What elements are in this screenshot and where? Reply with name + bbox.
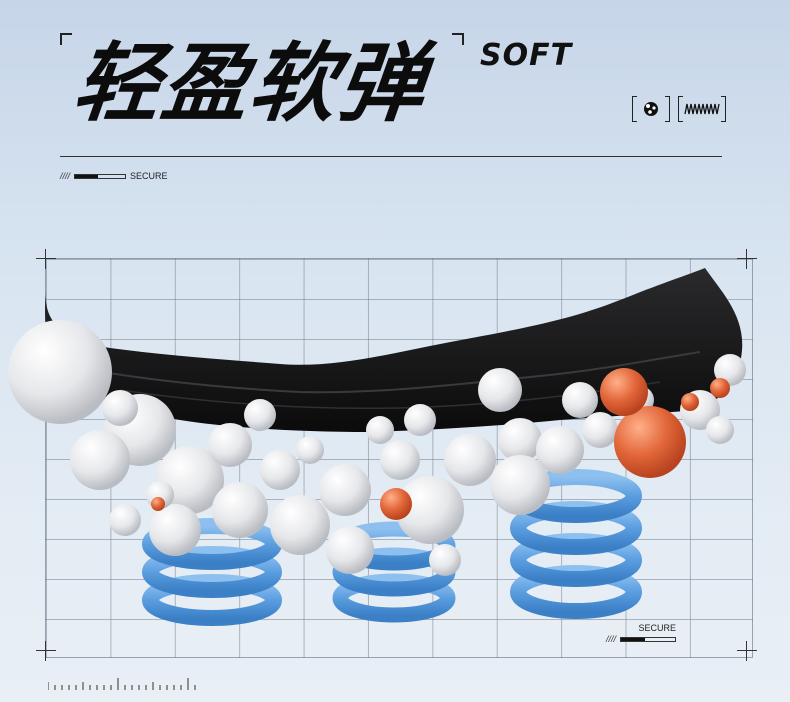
- crosshair-top-left: [36, 249, 56, 269]
- crosshair-top-right: [737, 249, 757, 269]
- spring-left: [142, 518, 282, 626]
- page-title: 轻盈软弹: [68, 34, 432, 134]
- corner-bracket-top-left: [60, 33, 72, 45]
- secure-progress-bar-bottom: [620, 636, 677, 642]
- secure-tag-bottom: SECURE ////: [606, 623, 677, 644]
- header-divider: [60, 156, 722, 157]
- secure-label: SECURE: [130, 171, 168, 181]
- slash-marks-bottom: ////: [606, 634, 617, 644]
- feature-icons: [632, 96, 726, 122]
- crosshair-bottom-right: [737, 641, 757, 661]
- shoe-sole-illustration: [8, 268, 746, 626]
- cushion-ball-icon: [632, 96, 670, 122]
- spring-right: [510, 469, 642, 619]
- ruler-ticks: [48, 678, 196, 690]
- secure-tag-top: //// SECURE: [60, 171, 168, 181]
- spring-icon: [678, 96, 726, 122]
- corner-bracket-top-right: [452, 33, 464, 45]
- slash-marks: ////: [60, 171, 71, 181]
- crosshair-bottom-left: [36, 641, 56, 661]
- secure-label-bottom: SECURE: [638, 623, 677, 633]
- page-subtitle: SOFT: [480, 38, 573, 73]
- secure-progress-bar: [74, 173, 127, 179]
- foam-balls: [8, 320, 746, 576]
